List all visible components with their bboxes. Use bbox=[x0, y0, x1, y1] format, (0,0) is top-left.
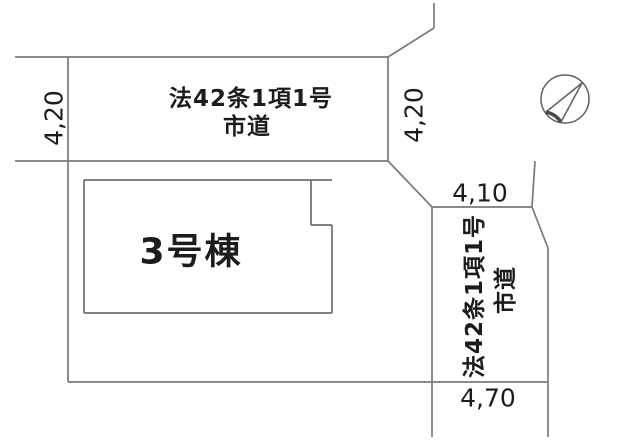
north-arrow-icon bbox=[540, 74, 590, 124]
lot-boundary-lines bbox=[15, 3, 549, 437]
northeast-diagonal-boundary bbox=[387, 27, 435, 58]
compass-needle-right bbox=[560, 82, 583, 123]
right-road-label-line1: 法42条1項1号 bbox=[461, 214, 488, 378]
top-road-label-line2: 市道 bbox=[223, 113, 271, 140]
east-corner-diagonal bbox=[387, 160, 433, 208]
compass-needle-left bbox=[545, 82, 583, 113]
compass-circle bbox=[540, 74, 590, 124]
top-road-label-line1: 法42条1項1号 bbox=[169, 85, 333, 112]
right-road-label-line2: 市道 bbox=[492, 266, 519, 314]
building-label: 3号棟 bbox=[139, 232, 242, 273]
right-road-width-dim-lower: 4,70 bbox=[460, 384, 516, 413]
compass-needle-base-arc bbox=[545, 110, 563, 124]
building-outline bbox=[83, 179, 333, 314]
right-road-upper-slant bbox=[531, 160, 536, 208]
top-road-width-dim-right: 4,20 bbox=[400, 87, 429, 143]
right-road-width-dim-upper: 4,10 bbox=[452, 179, 508, 208]
right-road-east-slant bbox=[531, 206, 549, 249]
top-road-width-dim-left: 4,20 bbox=[40, 90, 69, 146]
